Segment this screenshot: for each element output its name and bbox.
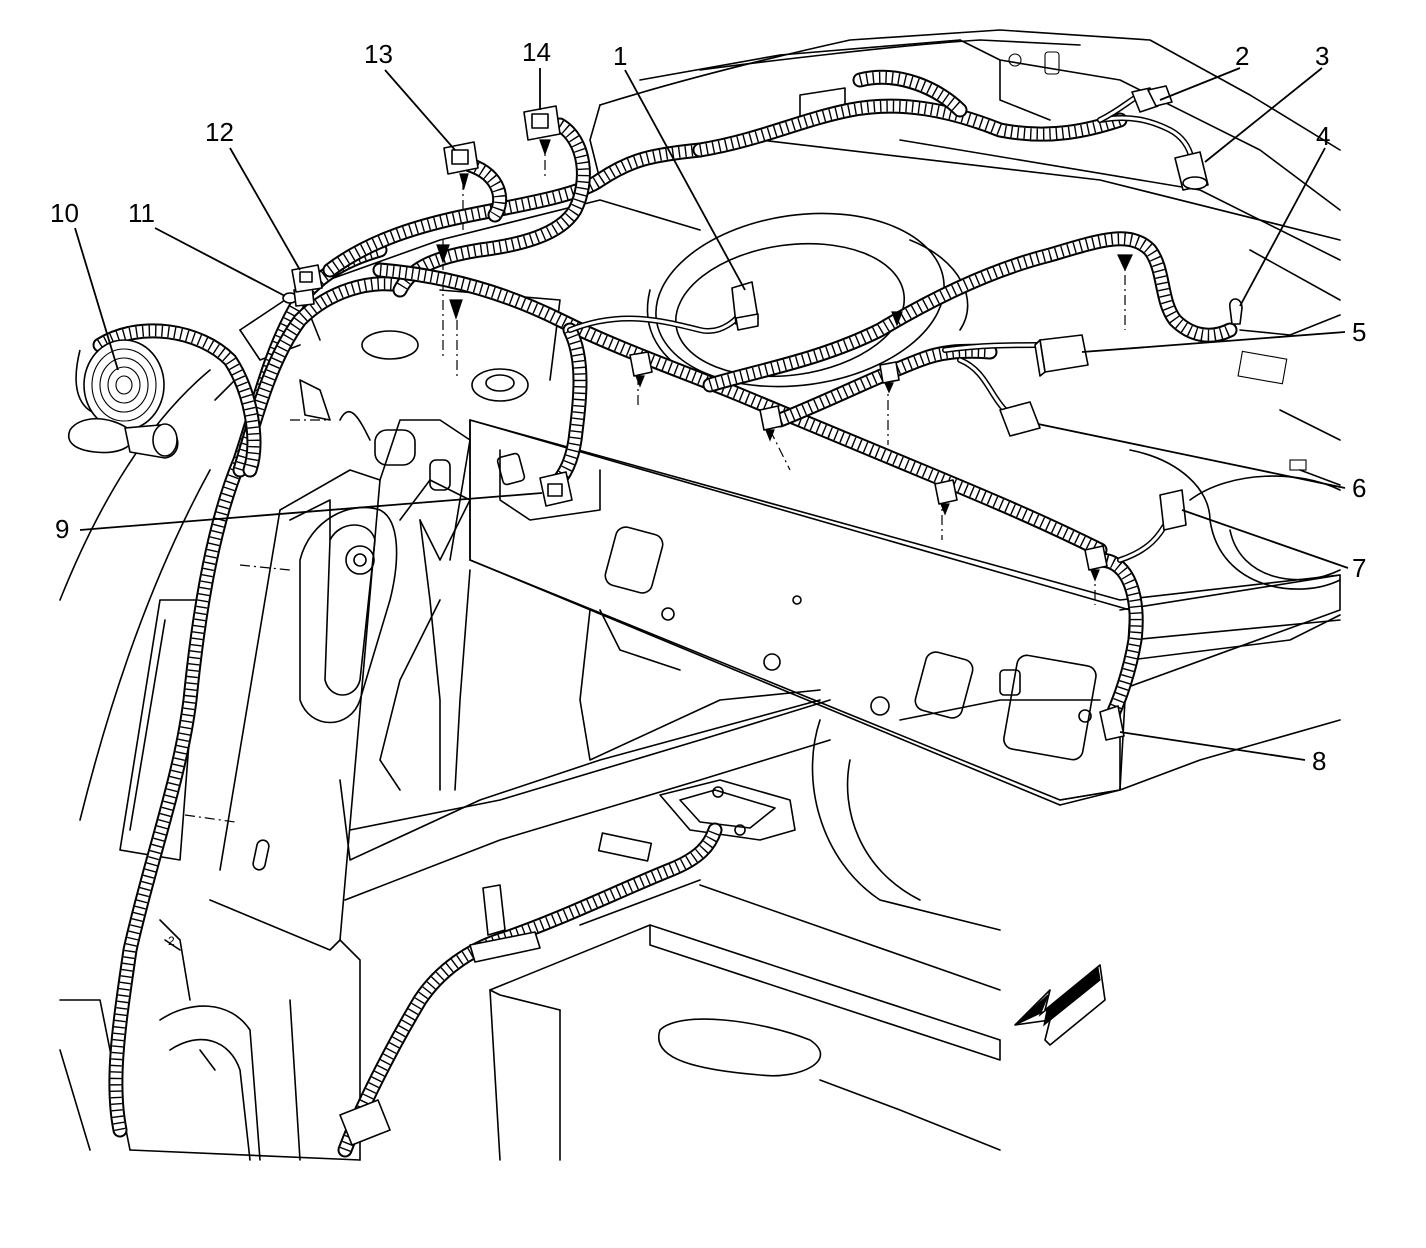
front-direction-arrow-icon [1014,964,1106,1046]
callout-5: 5 [1352,317,1366,347]
connector-7 [1159,489,1187,531]
callout-3: 3 [1315,41,1329,71]
callout-14: 14 [522,37,551,67]
harness-clips [436,244,1133,582]
callout-leader-lines [74,67,1349,761]
vehicle-body-structure: 2 [59,29,1341,1161]
callout-12: 12 [205,117,234,147]
module-5 [1034,334,1089,377]
fastener-locator-lines [184,140,1126,823]
callout-10: 10 [50,198,79,228]
coil-10 [68,339,179,459]
callout-9: 9 [55,514,69,544]
callout-13: 13 [364,39,393,69]
callout-2: 2 [1235,41,1249,71]
wiring-harness [92,69,1238,1158]
callout-11: 11 [128,198,155,228]
callout-7: 7 [1352,553,1366,583]
connector-2 [1131,85,1173,113]
module-6 [999,401,1041,437]
connector-13 [443,141,479,191]
callout-8: 8 [1312,746,1326,776]
connector-9 [539,471,573,507]
connector-3 [1174,151,1209,191]
components [68,85,1243,1146]
callout-1: 1 [613,41,627,71]
callout-labels: 1 2 3 4 5 6 7 8 9 10 11 12 13 14 [50,37,1366,776]
clip-4 [1229,298,1243,325]
connector-12 [291,264,323,293]
connector-14 [523,105,561,156]
connector-1 [731,281,759,331]
connector-8 [1099,705,1125,741]
callout-6: 6 [1352,473,1366,503]
callout-4: 4 [1316,121,1330,151]
svg-text:2: 2 [168,934,175,948]
